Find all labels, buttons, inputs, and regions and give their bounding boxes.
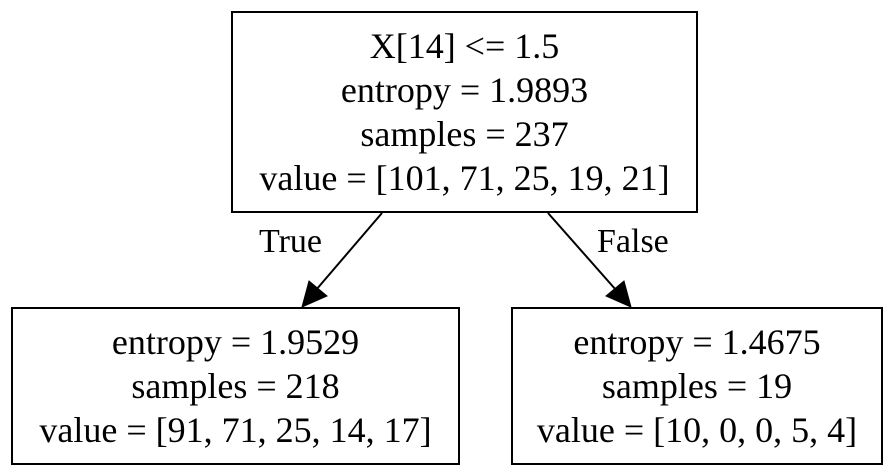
true-edge-arrowhead [301,280,328,308]
false-edge-arrowhead [605,280,632,308]
right-value: value = [10, 0, 0, 5, 4] [536,410,858,450]
root-entropy: entropy = 1.9893 [340,70,589,110]
left-samples: samples = 218 [131,366,340,406]
right-samples: samples = 19 [601,366,793,406]
left-child-node: entropy = 1.9529 samples = 218 value = [… [11,307,460,465]
false-edge-line [547,212,617,291]
left-value: value = [91, 71, 25, 14, 17] [39,410,432,450]
right-entropy: entropy = 1.4675 [573,322,821,362]
root-node: X[14] <= 1.5 entropy = 1.9893 samples = … [231,11,698,213]
true-edge-line [315,212,383,291]
true-edge-label: True [259,223,322,260]
root-samples: samples = 237 [360,114,569,154]
root-split-condition: X[14] <= 1.5 [369,26,560,66]
left-entropy: entropy = 1.9529 [111,322,360,362]
root-value: value = [101, 71, 25, 19, 21] [259,158,670,198]
right-child-node: entropy = 1.4675 samples = 19 value = [1… [511,307,883,465]
false-edge-label: False [597,223,669,260]
